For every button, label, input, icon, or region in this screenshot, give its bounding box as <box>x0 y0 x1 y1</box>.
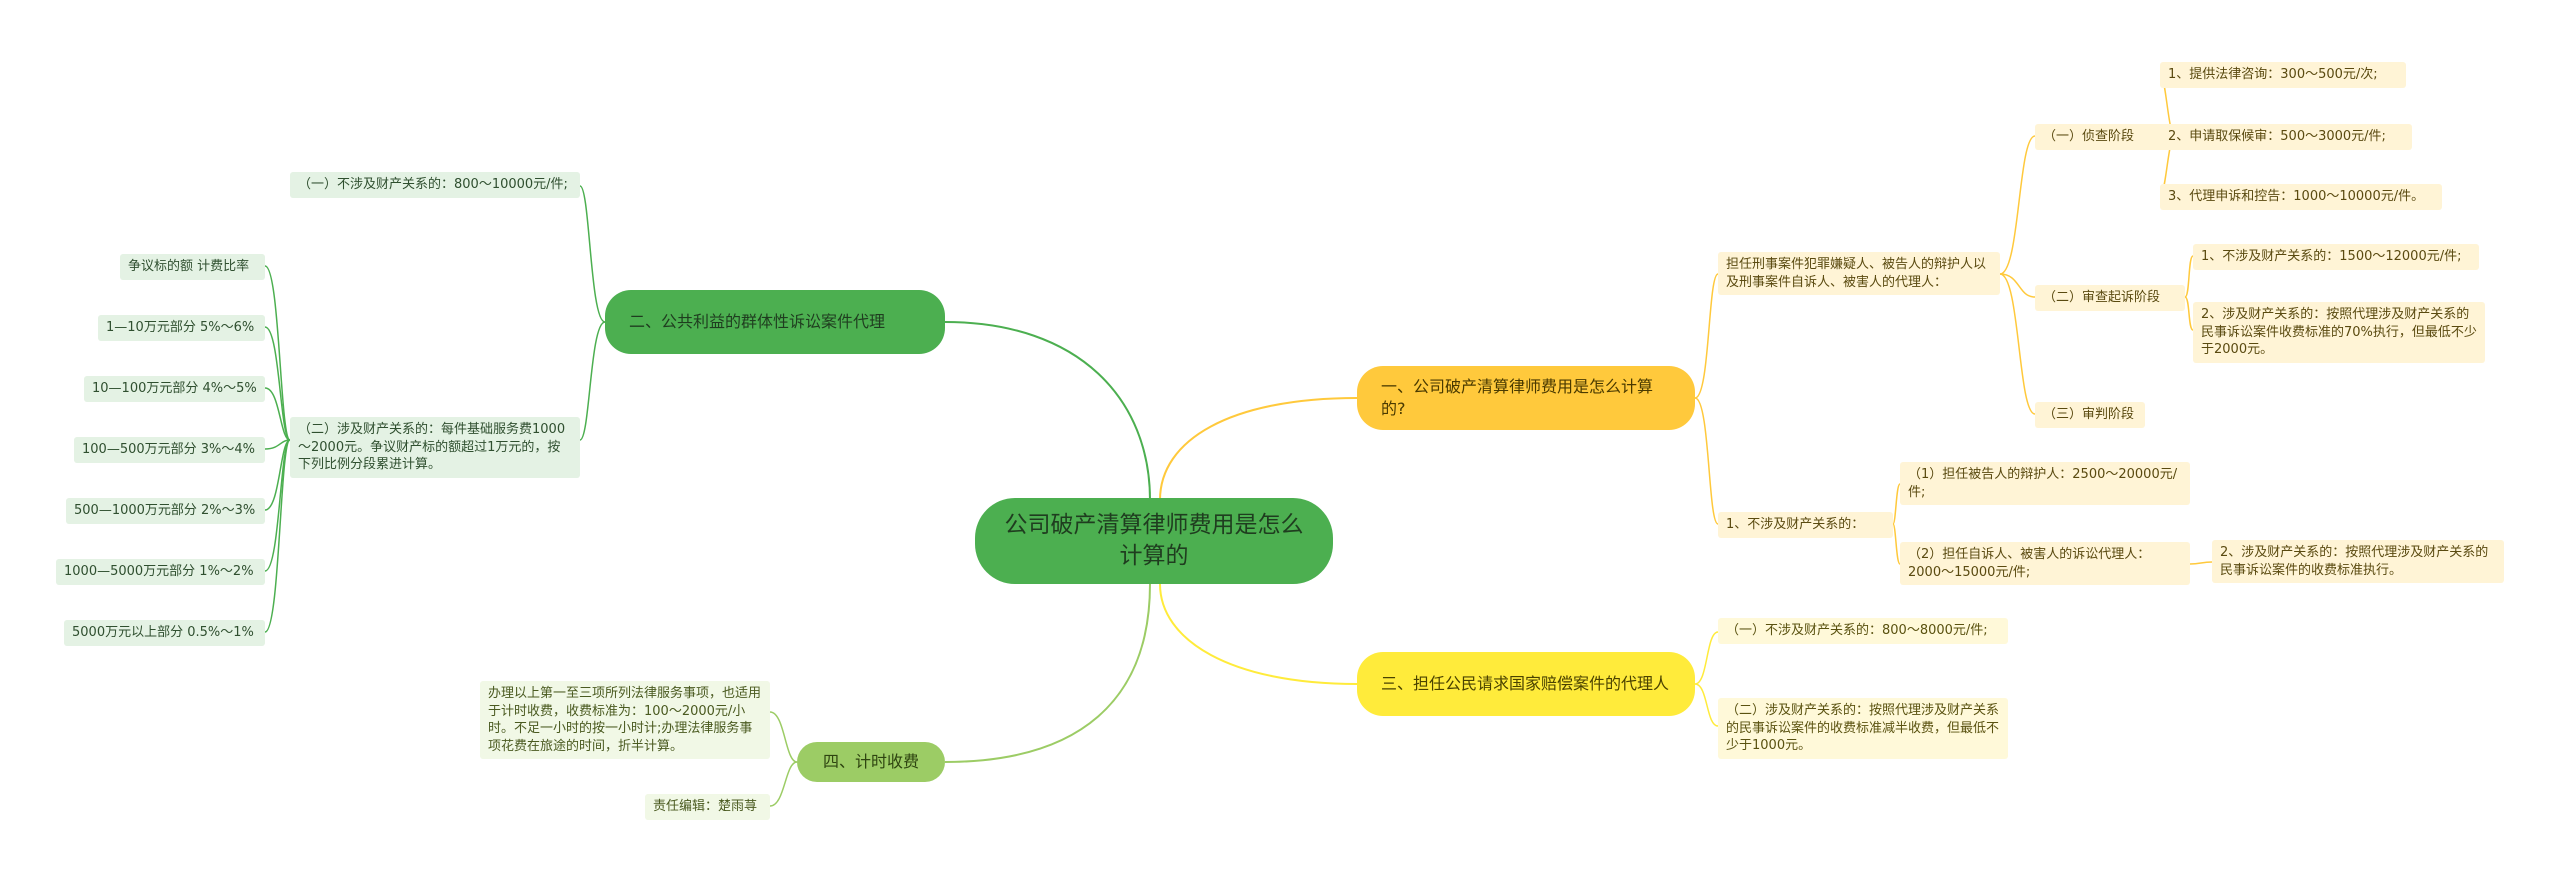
link-rate-0 <box>264 265 291 441</box>
stage1-item[interactable]: 3、代理申诉和控告：1000～10000元/件。 <box>2160 184 2442 210</box>
branch-calc[interactable]: 一、公司破产清算律师费用是怎么计算的? <box>1357 366 1695 430</box>
link-stage-1 <box>1999 273 2036 298</box>
link-root-state <box>1159 583 1358 685</box>
root-topic[interactable]: 公司破产清算律师费用是怎么计算的 <box>975 498 1333 584</box>
stage1-item[interactable]: 1、提供法律咨询：300～500元/次; <box>2160 62 2406 88</box>
rate-row[interactable]: 1—10万元部分 5%～6% <box>98 315 265 341</box>
link-hourly-b <box>769 761 798 807</box>
link-root-hourly <box>944 583 1151 763</box>
branch-state-compensation[interactable]: 三、担任公民请求国家赔偿案件的代理人 <box>1357 652 1695 716</box>
link-calc-b <box>1694 397 1719 525</box>
link-np-b <box>1892 523 1901 565</box>
link-root-calc <box>1159 397 1358 501</box>
link-rate-4 <box>264 439 291 511</box>
no-property-leaf[interactable]: 1、不涉及财产关系的： <box>1718 512 1893 538</box>
link-hourly-a <box>769 711 798 763</box>
public-property-leaf[interactable]: （二）涉及财产关系的：每件基础服务费1000～2000元。争议财产标的额超过1万… <box>290 417 580 478</box>
link-np-a <box>1892 483 1901 525</box>
link-rate-6 <box>264 439 291 633</box>
hourly-desc-leaf[interactable]: 办理以上第一至三项所列法律服务事项，也适用于计时收费，收费标准为：100～200… <box>480 681 770 760</box>
link-rate-5 <box>264 439 291 572</box>
public-no-property-leaf[interactable]: （一）不涉及财产关系的：800～10000元/件; <box>290 172 580 198</box>
stage2-item[interactable]: 1、不涉及财产关系的：1500～12000元/件; <box>2193 244 2479 270</box>
link-plaintiff-sub <box>2189 561 2213 565</box>
link-root-public <box>944 321 1151 501</box>
branch-public-interest[interactable]: 二、公共利益的群体性诉讼案件代理 <box>605 290 945 354</box>
rate-header[interactable]: 争议标的额 计费比率 <box>120 254 265 280</box>
rate-row[interactable]: 10—100万元部分 4%～5% <box>84 376 265 402</box>
link-state-a <box>1694 631 1719 685</box>
link-rate-3 <box>264 439 291 450</box>
rate-row[interactable]: 100—500万元部分 3%～4% <box>74 437 265 463</box>
link-s2-0 <box>2184 255 2194 298</box>
link-state-b <box>1694 683 1719 727</box>
rate-row[interactable]: 5000万元以上部分 0.5%～1% <box>64 620 265 646</box>
stage-investigation[interactable]: （一）侦查阶段 <box>2035 124 2175 150</box>
stage-prosecution[interactable]: （二）审查起诉阶段 <box>2035 285 2185 311</box>
state-property-leaf[interactable]: （二）涉及财产关系的：按照代理涉及财产关系的民事诉讼案件的收费标准减半收费，但最… <box>1718 698 2008 759</box>
link-rate-2 <box>264 387 291 441</box>
stage1-item[interactable]: 2、申请取保候审：500～3000元/件; <box>2160 124 2412 150</box>
criminal-leaf[interactable]: 担任刑事案件犯罪嫌疑人、被告人的辩护人以及刑事案件自诉人、被害人的代理人： <box>1718 252 2000 296</box>
link-stage-2 <box>1999 273 2036 415</box>
link-public-a <box>579 185 606 323</box>
link-calc-a <box>1694 273 1719 399</box>
defense-leaf[interactable]: （1）担任被告人的辩护人：2500～20000元/件; <box>1900 462 2190 506</box>
plaintiff-sub-leaf[interactable]: 2、涉及财产关系的：按照代理涉及财产关系的民事诉讼案件的收费标准执行。 <box>2212 540 2504 584</box>
link-rate-1 <box>264 326 291 441</box>
branch-hourly[interactable]: 四、计时收费 <box>797 742 945 782</box>
state-no-property-leaf[interactable]: （一）不涉及财产关系的：800～8000元/件; <box>1718 618 2008 644</box>
stage2-item[interactable]: 2、涉及财产关系的：按照代理涉及财产关系的民事诉讼案件收费标准的70%执行，但最… <box>2193 302 2485 363</box>
editor-leaf[interactable]: 责任编辑：楚雨荨 <box>645 794 770 820</box>
plaintiff-leaf[interactable]: （2）担任自诉人、被害人的诉讼代理人：2000～15000元/件; <box>1900 542 2190 586</box>
rate-row[interactable]: 500—1000万元部分 2%～3% <box>66 498 265 524</box>
rate-row[interactable]: 1000—5000万元部分 1%～2% <box>56 559 265 585</box>
link-stage-0 <box>1999 135 2036 275</box>
link-s2-1 <box>2184 296 2194 331</box>
link-public-b <box>579 321 606 441</box>
stage-trial[interactable]: （三）审判阶段 <box>2035 402 2145 428</box>
